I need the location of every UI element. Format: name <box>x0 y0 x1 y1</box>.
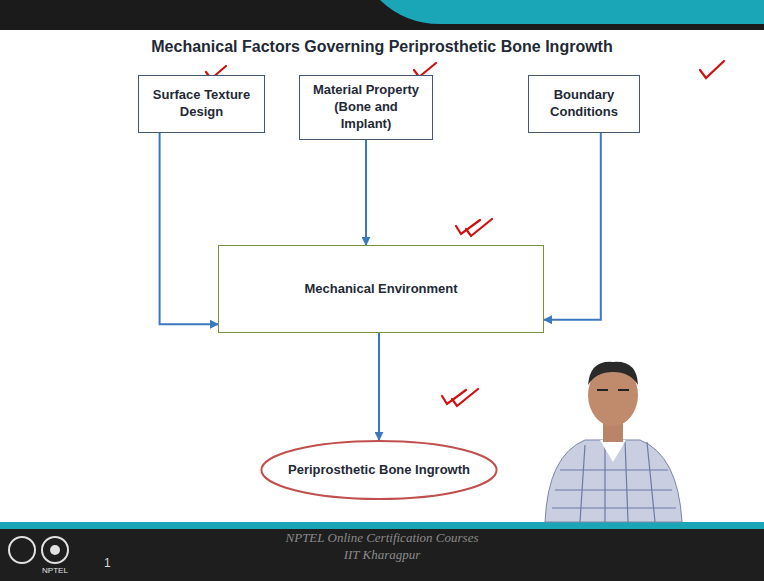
environment-box: Mechanical Environment <box>218 245 544 333</box>
factor-box: Boundary Conditions <box>528 75 640 133</box>
logo <box>50 545 60 555</box>
presenter <box>545 362 682 522</box>
footer-band <box>0 529 764 581</box>
footer-line <box>0 522 764 529</box>
header-accent <box>380 0 764 24</box>
connector-arrow <box>160 133 218 324</box>
node-label: Periprosthetic Bone Ingrowth <box>288 462 470 479</box>
footer-text: NPTEL Online Certification Courses <box>286 530 479 546</box>
node-label: Material Property (Bone and Implant) <box>308 82 424 133</box>
connector-arrow <box>378 333 380 440</box>
footer-text: IIT Kharagpur <box>344 547 421 563</box>
logo <box>42 537 68 563</box>
slide-title: Mechanical Factors Governing Periprosthe… <box>0 38 764 56</box>
check-marks <box>206 61 724 406</box>
node-label: Mechanical Environment <box>304 281 457 298</box>
node-label: Surface Texture Design <box>147 87 256 121</box>
slide-number: 1 <box>104 556 111 570</box>
factor-box: Surface Texture Design <box>138 75 265 133</box>
connector-arrow <box>544 133 601 320</box>
outcome-ellipse: Periprosthetic Bone Ingrowth <box>259 440 499 500</box>
logo-text: NPTEL <box>42 566 68 575</box>
node-label: Boundary Conditions <box>537 87 631 121</box>
logo <box>9 537 35 563</box>
header-band <box>0 0 764 30</box>
factor-box: Material Property (Bone and Implant) <box>299 75 433 140</box>
connector-arrow <box>365 140 367 245</box>
